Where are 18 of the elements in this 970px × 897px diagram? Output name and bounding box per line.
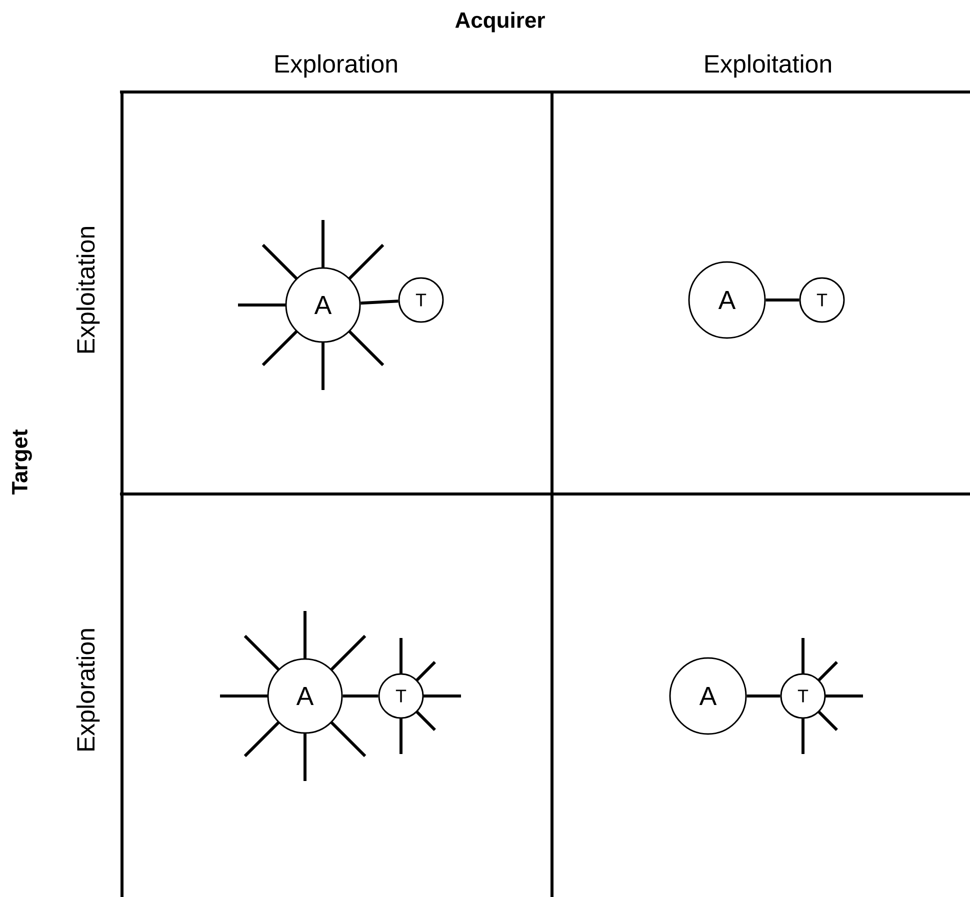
- connector-line: [360, 300, 398, 305]
- circle-node: T: [378, 673, 424, 719]
- circle-node: A: [688, 261, 766, 339]
- circle-node: T: [398, 277, 444, 323]
- axis-label: Exploitation: [705, 54, 831, 78]
- axis-label: Exploitation: [76, 227, 100, 353]
- connector-line: [342, 694, 378, 698]
- axis-label: Exploration: [276, 54, 397, 78]
- circle-node: T: [780, 673, 826, 719]
- axis-title: Target: [12, 429, 32, 495]
- circle-node: T: [799, 277, 845, 323]
- circle-node: A: [669, 657, 747, 735]
- circle-node: A: [267, 658, 343, 734]
- connector-line: [746, 694, 780, 698]
- connector-line: [766, 298, 800, 302]
- axis-label: Exploration: [76, 629, 100, 750]
- circle-node: A: [285, 267, 361, 343]
- axis-title: Acquirer: [455, 12, 545, 32]
